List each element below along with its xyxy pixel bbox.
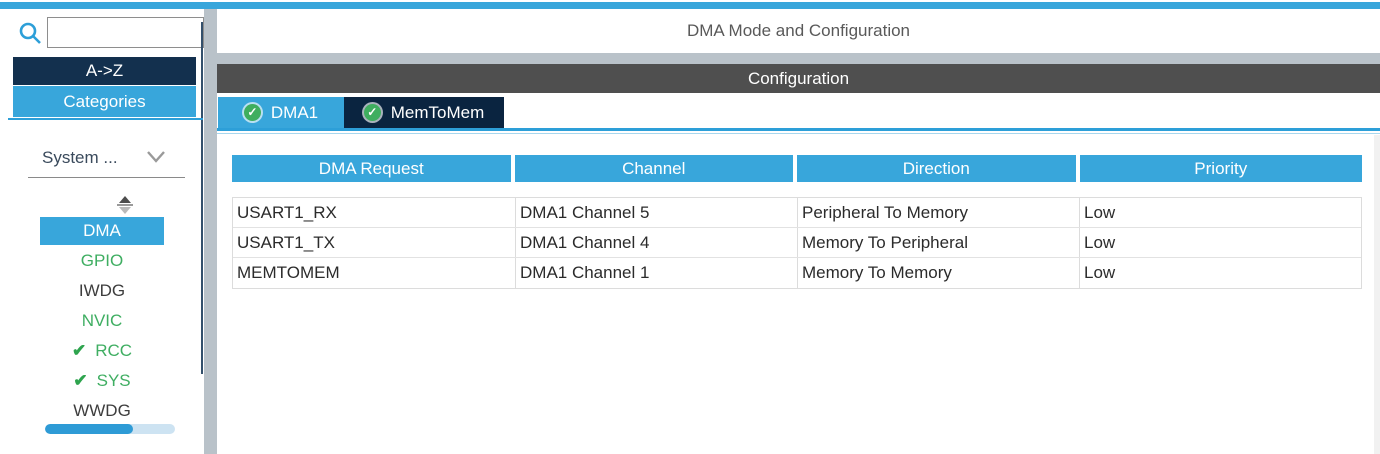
- sidebar-item-label: RCC: [95, 341, 133, 360]
- table-body: USART1_RX DMA1 Channel 5 Peripheral To M…: [232, 197, 1362, 289]
- configuration-header: Configuration: [217, 64, 1380, 93]
- spinner-up-icon: [119, 196, 131, 203]
- list-sort-spinner[interactable]: [116, 194, 134, 216]
- sidebar-item-iwdg[interactable]: IWDG: [0, 276, 204, 306]
- header-divider-strip: [217, 53, 1380, 64]
- sidebar-item-label: DMA: [40, 217, 164, 245]
- categories-button[interactable]: Categories: [13, 86, 196, 117]
- search-input[interactable]: [47, 17, 204, 48]
- search-icon[interactable]: [18, 21, 42, 45]
- cell-channel: DMA1 Channel 5: [515, 198, 797, 227]
- column-header-dma-request: DMA Request: [232, 155, 511, 182]
- peripherals-sidebar: A->Z Categories System ... DMA GPIO IWDG: [0, 9, 204, 454]
- spinner-bar: [117, 204, 133, 206]
- sidebar-item-label: NVIC: [81, 311, 123, 330]
- tab-underline: [217, 128, 1380, 131]
- sidebar-item-sys[interactable]: ✔ SYS: [0, 366, 204, 396]
- cell-priority: Low: [1079, 228, 1361, 257]
- sidebar-item-label: WWDG: [73, 401, 131, 420]
- category-dropdown-label: System ...: [42, 148, 118, 167]
- sidebar-item-label: IWDG: [78, 281, 126, 300]
- dma-request-table: DMA Request Channel Direction Priority U…: [232, 155, 1362, 289]
- table-row[interactable]: MEMTOMEM DMA1 Channel 1 Memory To Memory…: [233, 258, 1361, 288]
- cell-direction: Memory To Memory: [797, 258, 1079, 288]
- progress-bar: [45, 424, 175, 434]
- configuration-header-label: Configuration: [747, 68, 850, 88]
- cell-priority: Low: [1079, 258, 1361, 288]
- page-title: DMA Mode and Configuration: [686, 21, 911, 40]
- column-header-direction: Direction: [797, 155, 1076, 182]
- top-accent-bar: [0, 2, 1380, 9]
- cell-direction: Peripheral To Memory: [797, 198, 1079, 227]
- progress-fill: [45, 424, 134, 434]
- configured-check-icon: ✔: [73, 371, 88, 390]
- cell-channel: DMA1 Channel 4: [515, 228, 797, 257]
- table-header-row: DMA Request Channel Direction Priority: [232, 155, 1362, 182]
- cell-channel: DMA1 Channel 1: [515, 258, 797, 288]
- tab-label: DMA1: [270, 102, 319, 122]
- table-row[interactable]: USART1_RX DMA1 Channel 5 Peripheral To M…: [233, 198, 1361, 228]
- sidebar-item-rcc[interactable]: ✔ RCC: [0, 336, 204, 366]
- search-row: [0, 13, 204, 53]
- panel-divider-strip: [204, 9, 217, 454]
- vertical-scrollbar-track[interactable]: [1374, 135, 1380, 454]
- sidebar-item-gpio[interactable]: GPIO: [0, 246, 204, 276]
- spinner-down-icon: [119, 207, 131, 214]
- dropdown-divider: [28, 177, 185, 178]
- chevron-down-icon: [147, 151, 165, 163]
- table-row[interactable]: USART1_TX DMA1 Channel 4 Memory To Perip…: [233, 228, 1361, 258]
- cell-dma-request: USART1_TX: [237, 232, 335, 252]
- tab-bar: ✓ DMA1 ✓ MemToMem: [218, 97, 504, 128]
- tab-underline-secondary: [217, 133, 1380, 134]
- tab-label: MemToMem: [390, 102, 485, 122]
- sort-az-button[interactable]: A->Z: [13, 57, 196, 85]
- cell-dma-request: USART1_RX: [237, 202, 337, 222]
- sidebar-item-dma[interactable]: DMA: [0, 216, 204, 246]
- check-badge-icon: ✓: [363, 104, 381, 121]
- sidebar-item-nvic[interactable]: NVIC: [0, 306, 204, 336]
- configured-check-icon: ✔: [71, 341, 87, 360]
- sidebar-item-label: GPIO: [80, 251, 124, 270]
- column-header-priority: Priority: [1079, 155, 1362, 182]
- tab-dma1[interactable]: ✓ DMA1: [218, 97, 344, 128]
- cell-dma-request: MEMTOMEM: [237, 263, 340, 282]
- main-panel: DMA Mode and Configuration Configuration…: [217, 9, 1380, 454]
- category-dropdown[interactable]: System ...: [0, 146, 204, 172]
- cell-direction: Memory To Peripheral: [797, 228, 1079, 257]
- check-badge-icon: ✓: [243, 104, 261, 121]
- sidebar-scrollbar[interactable]: [201, 22, 203, 374]
- sidebar-item-wwdg[interactable]: WWDG: [0, 396, 204, 426]
- categories-underline: [8, 118, 203, 120]
- peripheral-list: DMA GPIO IWDG NVIC ✔ RCC ✔ SYS WWDG: [0, 216, 204, 426]
- column-header-channel: Channel: [514, 155, 793, 182]
- tab-memtomem[interactable]: ✓ MemToMem: [344, 97, 504, 128]
- title-bar: DMA Mode and Configuration: [217, 9, 1380, 53]
- sidebar-item-label: SYS: [96, 371, 131, 390]
- cell-priority: Low: [1079, 198, 1361, 227]
